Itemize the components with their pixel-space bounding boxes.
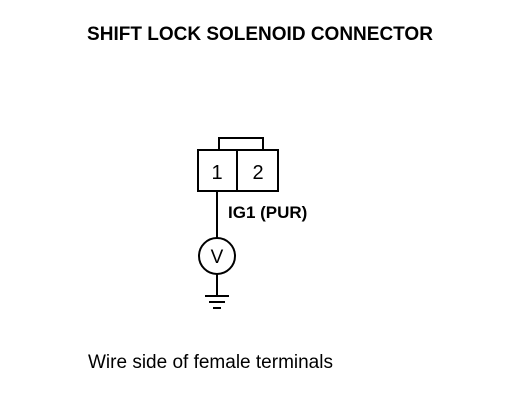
- diagram-title: SHIFT LOCK SOLENOID CONNECTOR: [87, 24, 433, 45]
- pin-1-label: 1: [211, 162, 222, 184]
- voltmeter-symbol: V: [211, 247, 224, 268]
- ground-icon: [205, 295, 229, 309]
- caption: Wire side of female terminals: [88, 352, 333, 373]
- wire-label: IG1 (PUR): [228, 203, 307, 222]
- pin-2-label: 2: [252, 162, 263, 184]
